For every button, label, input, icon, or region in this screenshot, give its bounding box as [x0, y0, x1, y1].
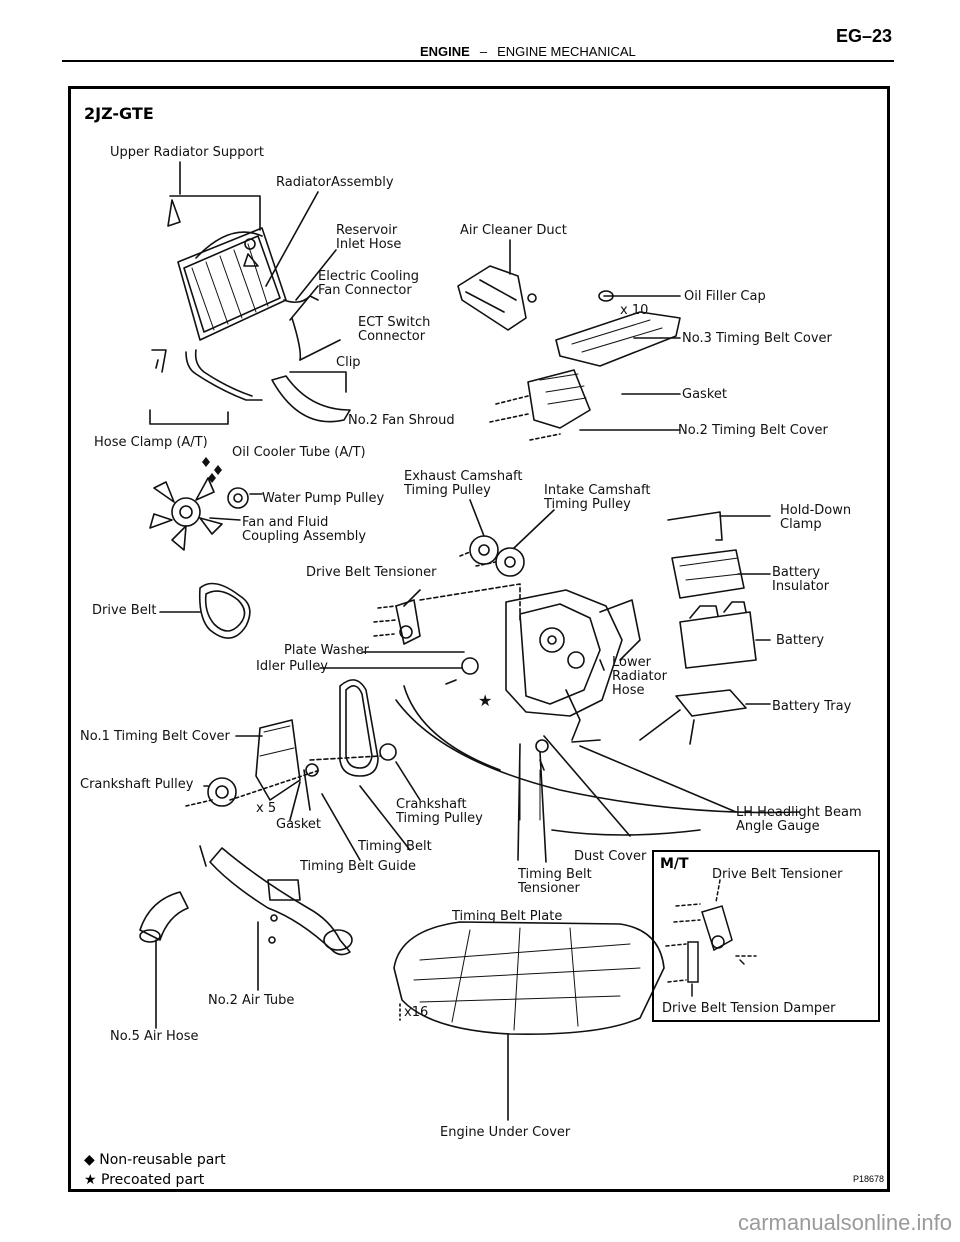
crankshaft-timing-pulley: [379, 743, 397, 761]
no2-air-tube: [209, 847, 351, 956]
label-drive-belt-tensioner: Drive Belt Tensioner: [306, 565, 437, 580]
mt-inset: M/T Drive Belt Tensioner Drive Belt Tens…: [652, 850, 880, 1022]
label-fan-and-fluid-coupling: Fan and Fluid Coupling Assembly: [242, 515, 367, 544]
timing-belt: [339, 679, 379, 777]
label-no3-timing-belt-cover: No.3 Timing Belt Cover: [682, 331, 832, 346]
engine-under-cover: [393, 921, 665, 1035]
battery-tray: [675, 689, 747, 717]
label-timing-belt-guide: Timing Belt Guide: [300, 859, 416, 874]
header-section: ENGINE: [420, 44, 470, 59]
label-timing-belt-tensioner: Timing Belt Tensioner: [518, 867, 592, 896]
label-electric-cooling-fan-connector: Electric Cooling Fan Connector: [318, 269, 420, 298]
label-lh-headlight-beam-angle-gauge: LH Headlight Beam Angle Gauge: [736, 805, 862, 834]
idler-pulley: [461, 657, 479, 675]
no5-air-hose: [139, 891, 189, 941]
label-exhaust-camshaft-timing-pulley: Exhaust Camshaft Timing Pulley: [404, 469, 523, 498]
upper-radiator-support-bracket: [167, 199, 181, 227]
label-reservoir-inlet-hose: Reservoir Inlet Hose: [336, 223, 402, 252]
bolt: [244, 238, 256, 250]
water-pump-pulley: [227, 487, 249, 509]
inset-drive-belt-tension-damper: [687, 941, 699, 983]
cooling-fan-drawing: [149, 477, 223, 551]
label-gasket-bottom: Gasket: [276, 817, 321, 832]
exhaust-camshaft-pulley: [469, 535, 499, 565]
model-heading: 2JZ-GTE: [84, 104, 154, 123]
label-battery: Battery: [776, 633, 825, 648]
page-header: ENGINE–ENGINE MECHANICAL EG–23: [0, 0, 960, 64]
label-no2-fan-shroud: No.2 Fan Shroud: [348, 413, 455, 428]
legend-precoated: ★ Precoated part: [84, 1172, 204, 1188]
drive-belt: [198, 582, 251, 639]
label-radiator-assembly: RadiatorAssembly: [276, 175, 394, 190]
battery: [679, 611, 757, 669]
label-timing-belt: Timing Belt: [358, 839, 432, 854]
label-water-pump-pulley: Water Pump Pulley: [262, 491, 385, 506]
filled-diamond-icon: ◆: [84, 1152, 95, 1168]
front-bumper: [395, 699, 801, 814]
label-oil-cooler-tube-at: Oil Cooler Tube (A/T): [232, 445, 366, 460]
label-crankshaft-pulley: Crankshaft Pulley: [80, 777, 194, 792]
label-no1-timing-belt-cover: No.1 Timing Belt Cover: [80, 729, 230, 744]
upper-radiator-support-leader: [169, 195, 261, 231]
label-hold-down-clamp: Hold-Down Clamp: [780, 503, 852, 532]
label-intake-camshaft-timing-pulley: Intake Camshaft Timing Pulley: [544, 483, 651, 512]
svg-text:★: ★: [478, 691, 492, 710]
air-cleaner-duct: [457, 265, 527, 331]
legend-non-reusable-text: Non-reusable part: [99, 1152, 226, 1168]
radiator-assembly-drawing: [177, 227, 287, 341]
inset-label-drive-belt-tension-damper: Drive Belt Tension Damper: [662, 1001, 836, 1016]
timing-belt-tensioner: [535, 739, 549, 753]
label-no5-air-hose: No.5 Air Hose: [110, 1029, 199, 1044]
fan-shroud: [271, 375, 351, 423]
label-crankshaft-timing-pulley: Crankshaft Timing Pulley: [396, 797, 483, 826]
star-icon: ★: [84, 1172, 97, 1188]
page-code: EG–23: [835, 26, 892, 46]
header-separator: –: [479, 44, 488, 59]
label-drive-belt: Drive Belt: [92, 603, 157, 618]
label-clip: Clip: [336, 355, 361, 370]
label-oil-filler-cap: Oil Filler Cap: [684, 289, 766, 304]
oil-filler-cap: [598, 290, 614, 302]
label-x16: x16: [404, 1005, 429, 1020]
no2-timing-belt-cover: [527, 369, 591, 429]
label-no2-air-tube: No.2 Air Tube: [208, 993, 295, 1008]
label-ect-switch-connector: ECT Switch Connector: [358, 315, 431, 344]
header-title: ENGINE–ENGINE MECHANICAL: [420, 44, 636, 59]
crankshaft-pulley: [207, 777, 237, 807]
figure-code: P18678: [852, 1174, 884, 1184]
no1-timing-belt-cover: [255, 719, 301, 801]
label-no2-timing-belt-cover: No.2 Timing Belt Cover: [678, 423, 828, 438]
label-engine-under-cover: Engine Under Cover: [440, 1125, 571, 1140]
watermark: carmanualsonline.info: [737, 1210, 952, 1235]
no3-timing-belt-cover: [555, 311, 681, 367]
label-battery-insulator: Battery Insulator: [772, 565, 830, 594]
label-plate-washer: Plate Washer: [284, 643, 369, 658]
label-x5: x 5: [256, 801, 277, 816]
engine-block-drawing: [505, 589, 641, 741]
legend-precoated-text: Precoated part: [101, 1172, 205, 1188]
hold-down-clamp: [667, 511, 723, 541]
label-timing-belt-plate: Timing Belt Plate: [452, 909, 563, 924]
label-upper-radiator-support: Upper Radiator Support: [110, 145, 264, 160]
header-subsection: ENGINE MECHANICAL: [497, 44, 636, 59]
label-hose-clamp-at: Hose Clamp (A/T): [94, 435, 208, 450]
legend-non-reusable: ◆ Non-reusable part: [84, 1152, 226, 1168]
inset-label-drive-belt-tensioner: Drive Belt Tensioner: [712, 867, 843, 882]
label-lower-radiator-hose: Lower Radiator Hose: [612, 655, 667, 698]
inset-title: M/T: [660, 856, 689, 872]
label-air-cleaner-duct: Air Cleaner Duct: [460, 223, 567, 238]
label-x10: x 10: [620, 303, 649, 318]
header-rule: [62, 60, 894, 62]
label-idler-pulley: Idler Pulley: [256, 659, 328, 674]
intake-camshaft-pulley: [495, 547, 525, 577]
label-gasket-top: Gasket: [682, 387, 727, 402]
inset-drive-belt-tensioner: [701, 905, 733, 952]
label-dust-cover: Dust Cover: [574, 849, 647, 864]
label-battery-tray: Battery Tray: [772, 699, 852, 714]
battery-insulator: [671, 549, 745, 599]
